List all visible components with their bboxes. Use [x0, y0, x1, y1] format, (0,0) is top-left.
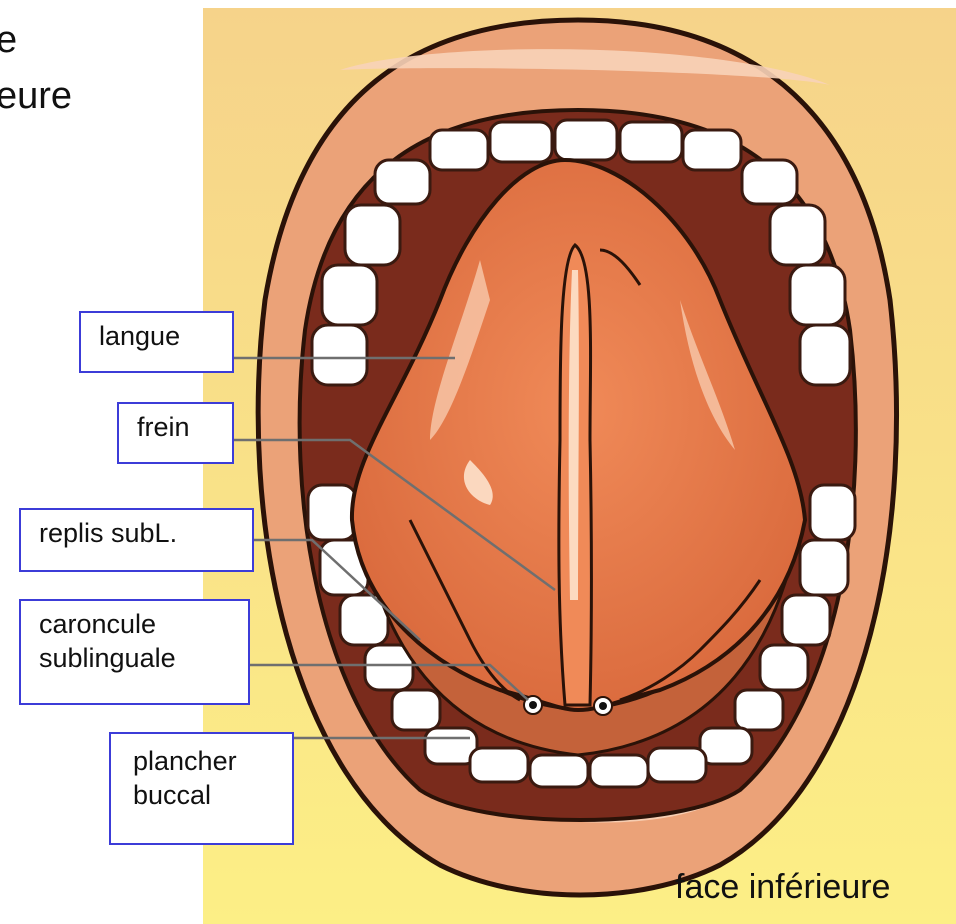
label-plancher: plancher buccal: [109, 732, 294, 845]
label-langue-text: langue: [91, 319, 222, 353]
label-plancher-line2: buccal: [121, 778, 282, 812]
label-replis-text: replis subL.: [31, 516, 242, 550]
label-caroncule: caroncule sublinguale: [19, 599, 250, 705]
label-langue: langue: [79, 311, 234, 373]
label-caroncule-line2: sublinguale: [31, 641, 238, 675]
label-plancher-line1: plancher: [121, 740, 282, 778]
caption: face inférieure: [675, 868, 890, 907]
label-frein-text: frein: [129, 410, 222, 444]
label-replis: replis subL.: [19, 508, 254, 572]
label-frein: frein: [117, 402, 234, 464]
label-caroncule-line1: caroncule: [31, 607, 238, 641]
